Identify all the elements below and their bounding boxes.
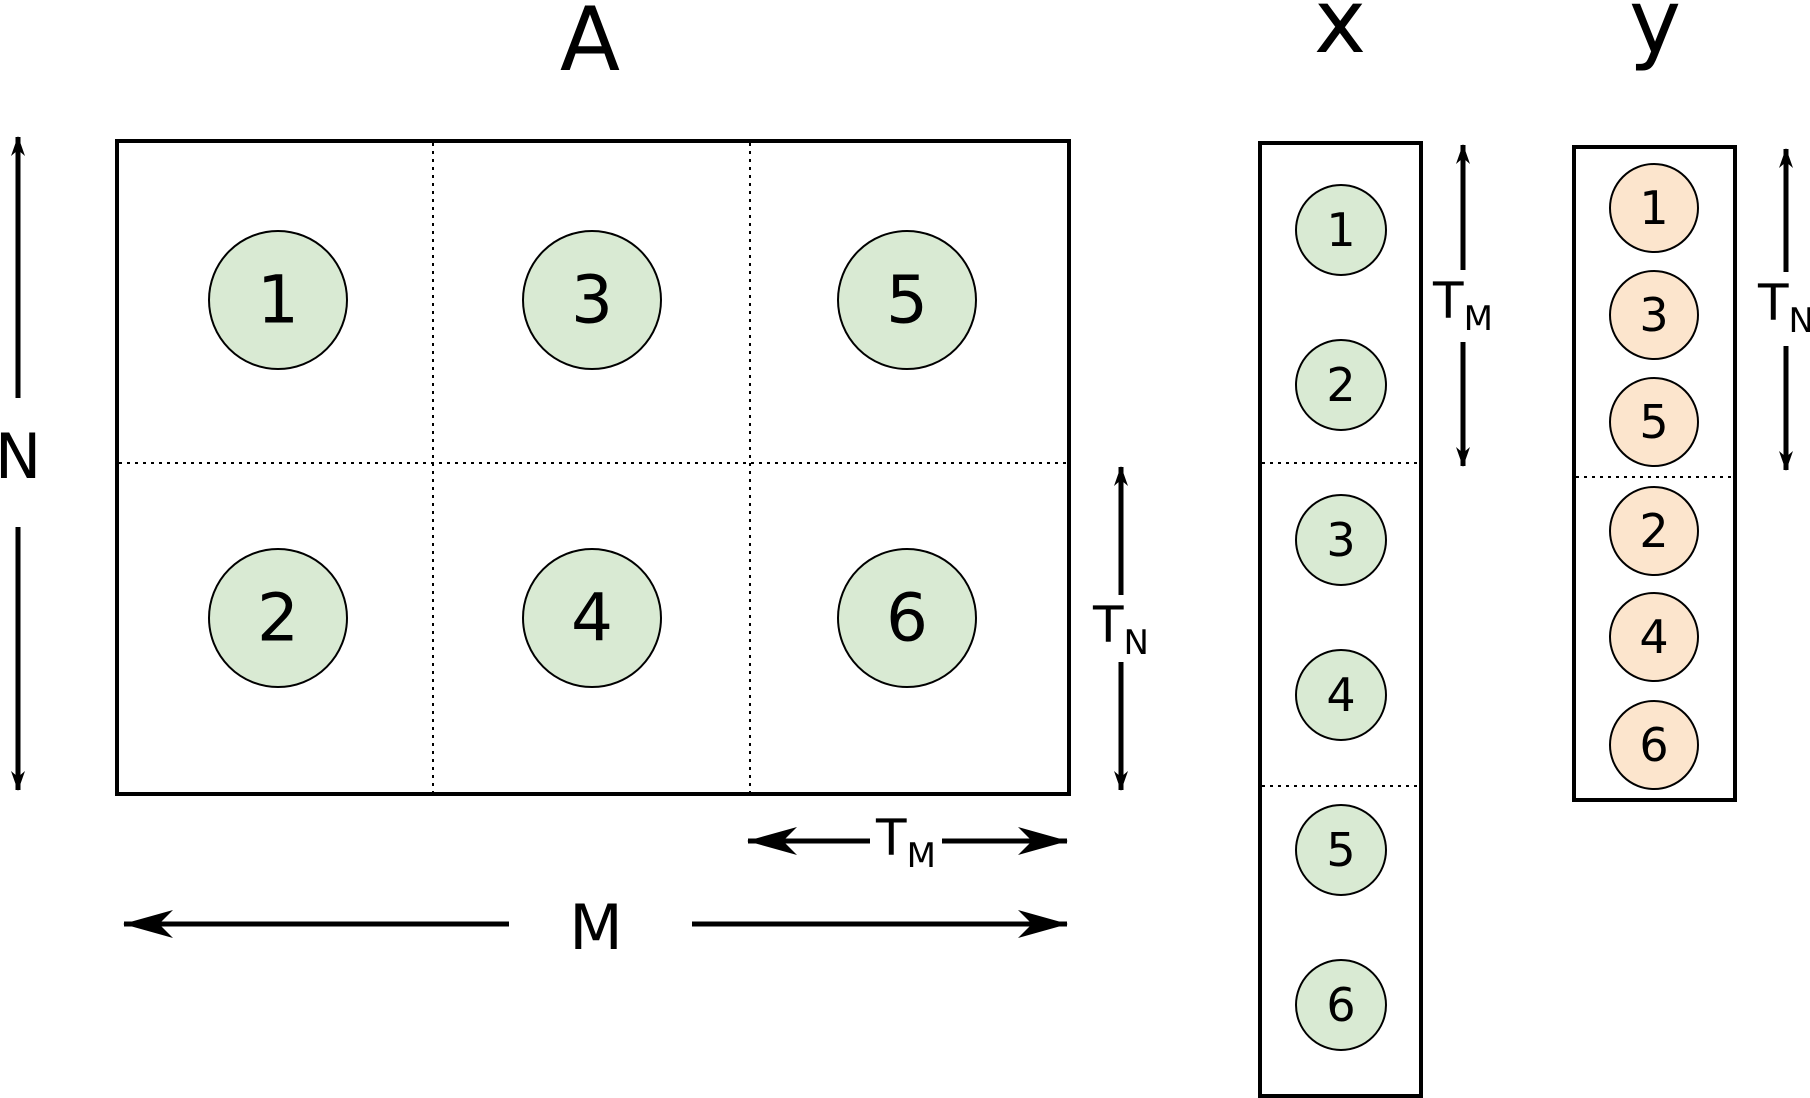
- vector-x: 1 2 3 4 5 6: [1258, 141, 1423, 1098]
- vector-x-item: 3: [1295, 494, 1387, 586]
- vector-x-tm-label: TM: [1432, 272, 1493, 339]
- vector-y-item-label: 3: [1639, 288, 1668, 342]
- tile-height-tn: TN: [1092, 466, 1149, 791]
- matrix-tile-label: 2: [257, 580, 299, 657]
- vector-y-item-label: 6: [1639, 718, 1668, 772]
- vector-y-item: 4: [1609, 592, 1699, 682]
- vector-x-item: 5: [1295, 804, 1387, 896]
- vector-x-item-label: 6: [1326, 978, 1355, 1032]
- vector-y-tn: TN: [1757, 148, 1810, 471]
- matrix-tile-label: 3: [571, 262, 613, 339]
- vector-x-title: x: [1314, 0, 1366, 73]
- dimension-m-label: M: [569, 891, 623, 964]
- vector-x-item-label: 2: [1326, 358, 1355, 412]
- matrix-tile: 2: [208, 548, 348, 688]
- matrix-tile-label: 6: [886, 580, 928, 657]
- tile-height-label: TN: [1092, 596, 1149, 663]
- vector-y-item: 1: [1609, 163, 1699, 253]
- matrix-tile: 6: [837, 548, 977, 688]
- vector-y-item: 5: [1609, 377, 1699, 467]
- vector-y-item: 6: [1609, 700, 1699, 790]
- vector-x-item: 6: [1295, 959, 1387, 1051]
- matrix-tile: 1: [208, 230, 348, 370]
- vector-y-title: y: [1629, 0, 1681, 73]
- vector-y: 1 3 5 2 4 6: [1572, 145, 1737, 802]
- dimension-m: M: [123, 891, 1068, 964]
- tile-width-label: TM: [875, 809, 936, 876]
- dimension-n-label: N: [0, 420, 41, 493]
- matrix-tile-label: 1: [257, 262, 299, 339]
- vector-y-item-label: 5: [1639, 395, 1668, 449]
- matrix-tile-label: 4: [571, 580, 613, 657]
- matrix-tile: 5: [837, 230, 977, 370]
- matrix-tile-label: 5: [886, 262, 928, 339]
- matrix-tile: 4: [522, 548, 662, 688]
- vector-x-item-label: 5: [1326, 823, 1355, 877]
- vector-y-item-label: 1: [1639, 181, 1668, 235]
- vector-y-tn-label: TN: [1757, 274, 1810, 341]
- vector-x-item: 1: [1295, 184, 1387, 276]
- vector-x-item-label: 3: [1326, 513, 1355, 567]
- matrix-title: A: [560, 0, 620, 91]
- tile-width-tm: TM: [747, 809, 1068, 876]
- vector-y-item-label: 2: [1639, 504, 1668, 558]
- vector-x-item: 2: [1295, 339, 1387, 431]
- dimension-n: N: [0, 136, 41, 791]
- vector-y-item: 2: [1609, 486, 1699, 576]
- vector-x-item-label: 4: [1326, 668, 1355, 722]
- matrix-tile: 3: [522, 230, 662, 370]
- matrix-a: 1 3 5 2 4 6: [115, 139, 1071, 796]
- vector-x-item-label: 1: [1326, 203, 1355, 257]
- vector-x-item: 4: [1295, 649, 1387, 741]
- vector-x-tm: TM: [1432, 144, 1493, 467]
- vector-y-item: 3: [1609, 270, 1699, 360]
- vector-y-item-label: 4: [1639, 610, 1668, 664]
